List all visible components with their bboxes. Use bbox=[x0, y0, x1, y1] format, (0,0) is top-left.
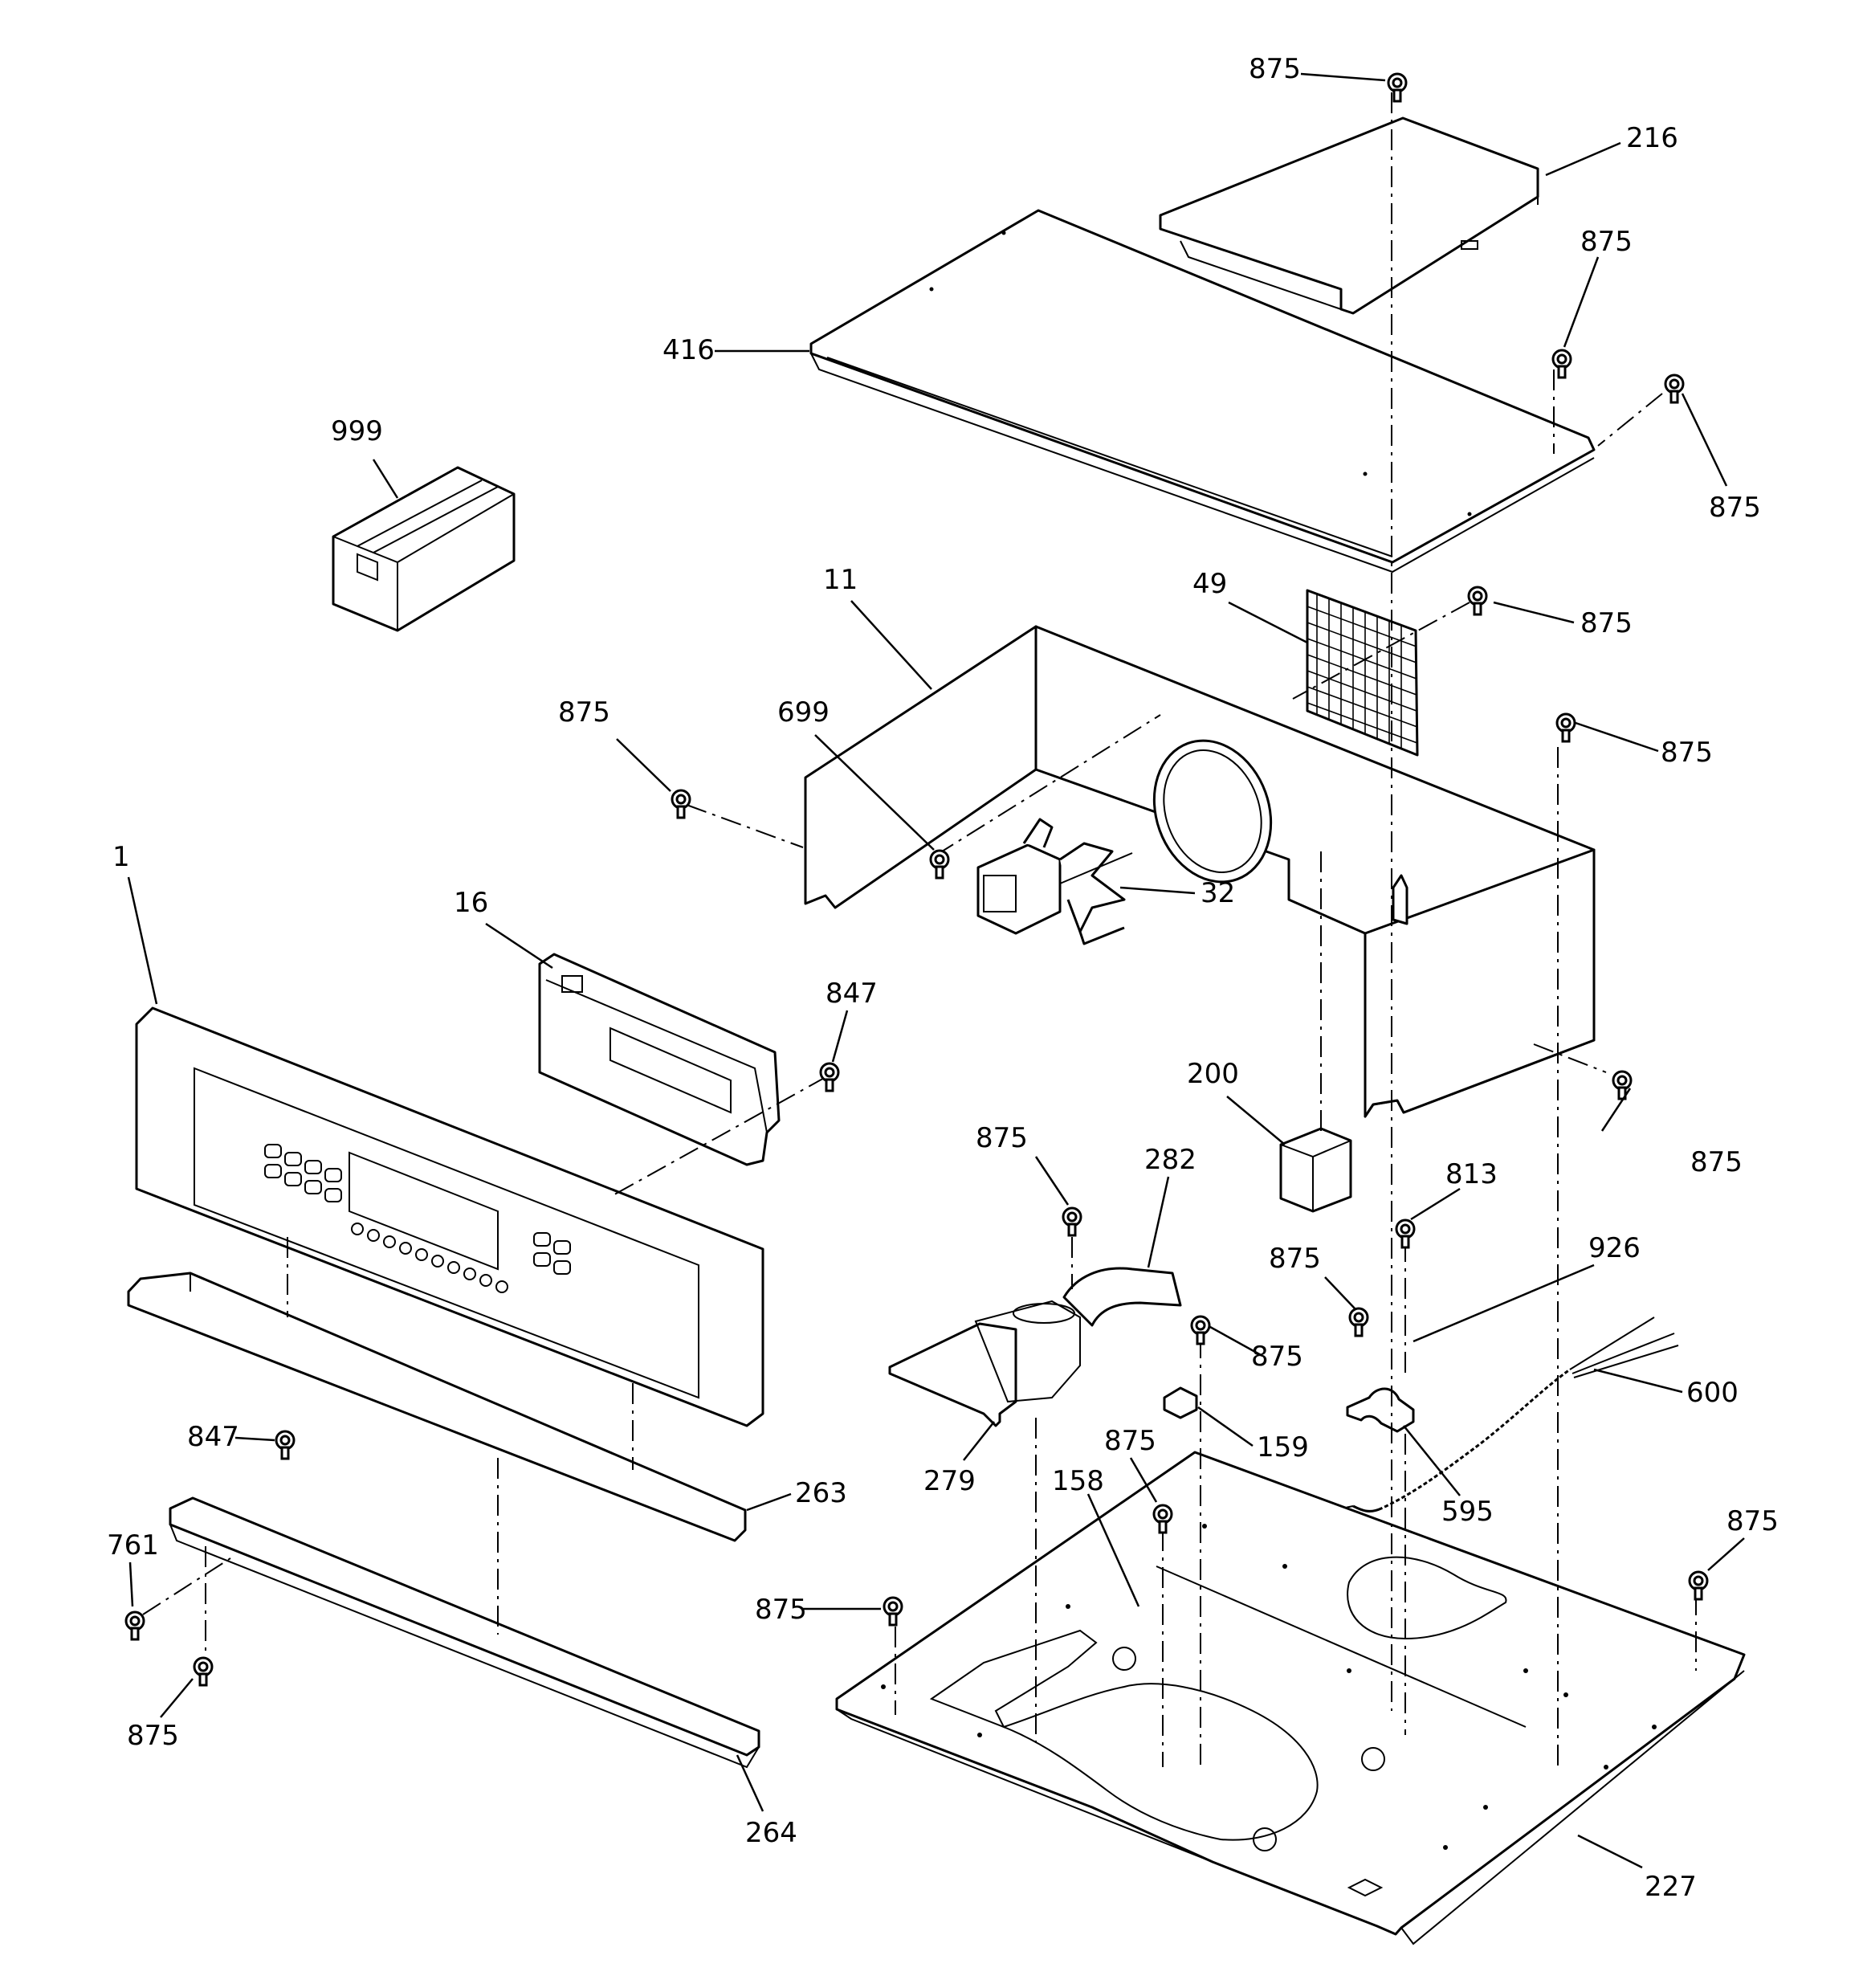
vent-screen-49 bbox=[1306, 589, 1419, 757]
callout-11: 11 bbox=[823, 564, 858, 596]
callout-875: 875 bbox=[755, 1594, 807, 1626]
callout-263: 263 bbox=[795, 1477, 847, 1509]
callout-595: 595 bbox=[1441, 1496, 1494, 1528]
callout-875: 875 bbox=[1709, 492, 1761, 524]
leader-lines bbox=[127, 72, 1745, 1869]
keypad-buttons bbox=[264, 1144, 571, 1293]
callout-216: 216 bbox=[1626, 122, 1678, 154]
callout-761: 761 bbox=[107, 1529, 159, 1561]
hose-282 bbox=[1062, 1267, 1182, 1327]
sensor-159 bbox=[1163, 1386, 1198, 1419]
callout-279: 279 bbox=[923, 1465, 976, 1497]
callout-875: 875 bbox=[1580, 226, 1633, 258]
bracket-264 bbox=[169, 1496, 760, 1769]
assembly-lines bbox=[142, 92, 1697, 1767]
callout-875: 875 bbox=[1580, 607, 1633, 639]
fan-motor-32 bbox=[976, 818, 1133, 945]
insulation-200 bbox=[1279, 1127, 1352, 1213]
callout-875: 875 bbox=[1104, 1425, 1156, 1457]
callout-847: 847 bbox=[187, 1421, 239, 1453]
callout-875: 875 bbox=[1269, 1243, 1321, 1275]
callout-264: 264 bbox=[745, 1817, 797, 1849]
callout-600: 600 bbox=[1686, 1377, 1739, 1409]
callout-49: 49 bbox=[1192, 568, 1227, 600]
top-cover-416 bbox=[809, 209, 1596, 574]
callout-699: 699 bbox=[777, 696, 830, 729]
callout-875: 875 bbox=[1690, 1146, 1743, 1178]
callout-labels: 875 216 875 416 875 999 11 49 875 875 69… bbox=[107, 53, 1779, 1903]
trim-263 bbox=[127, 1272, 747, 1542]
callout-999: 999 bbox=[331, 415, 383, 447]
callout-1: 1 bbox=[112, 841, 130, 873]
control-panel-1 bbox=[135, 1006, 764, 1427]
callout-159: 159 bbox=[1257, 1431, 1309, 1463]
callout-158: 158 bbox=[1052, 1465, 1104, 1497]
clip-595 bbox=[1346, 1387, 1415, 1433]
callout-875: 875 bbox=[1251, 1341, 1303, 1373]
top-shield-216 bbox=[1159, 116, 1539, 315]
callout-875: 875 bbox=[1249, 53, 1301, 85]
callout-875: 875 bbox=[1661, 737, 1713, 769]
callout-875: 875 bbox=[1726, 1505, 1779, 1537]
callout-282: 282 bbox=[1144, 1144, 1196, 1176]
callout-32: 32 bbox=[1201, 877, 1235, 909]
control-board-16 bbox=[538, 953, 781, 1166]
callout-16: 16 bbox=[454, 887, 488, 919]
callout-926: 926 bbox=[1588, 1232, 1641, 1264]
callout-875: 875 bbox=[127, 1720, 179, 1752]
callout-227: 227 bbox=[1645, 1871, 1697, 1903]
callout-875: 875 bbox=[976, 1122, 1028, 1154]
callout-847: 847 bbox=[826, 978, 878, 1010]
callout-416: 416 bbox=[662, 334, 715, 366]
outer-wrapper-11 bbox=[804, 625, 1596, 1118]
exhaust-duct-279 bbox=[888, 1300, 1081, 1427]
base-pan-227 bbox=[835, 1451, 1746, 1945]
callout-875: 875 bbox=[558, 696, 610, 729]
callout-200: 200 bbox=[1187, 1058, 1239, 1090]
package-999 bbox=[332, 466, 516, 632]
callout-813: 813 bbox=[1445, 1158, 1498, 1190]
